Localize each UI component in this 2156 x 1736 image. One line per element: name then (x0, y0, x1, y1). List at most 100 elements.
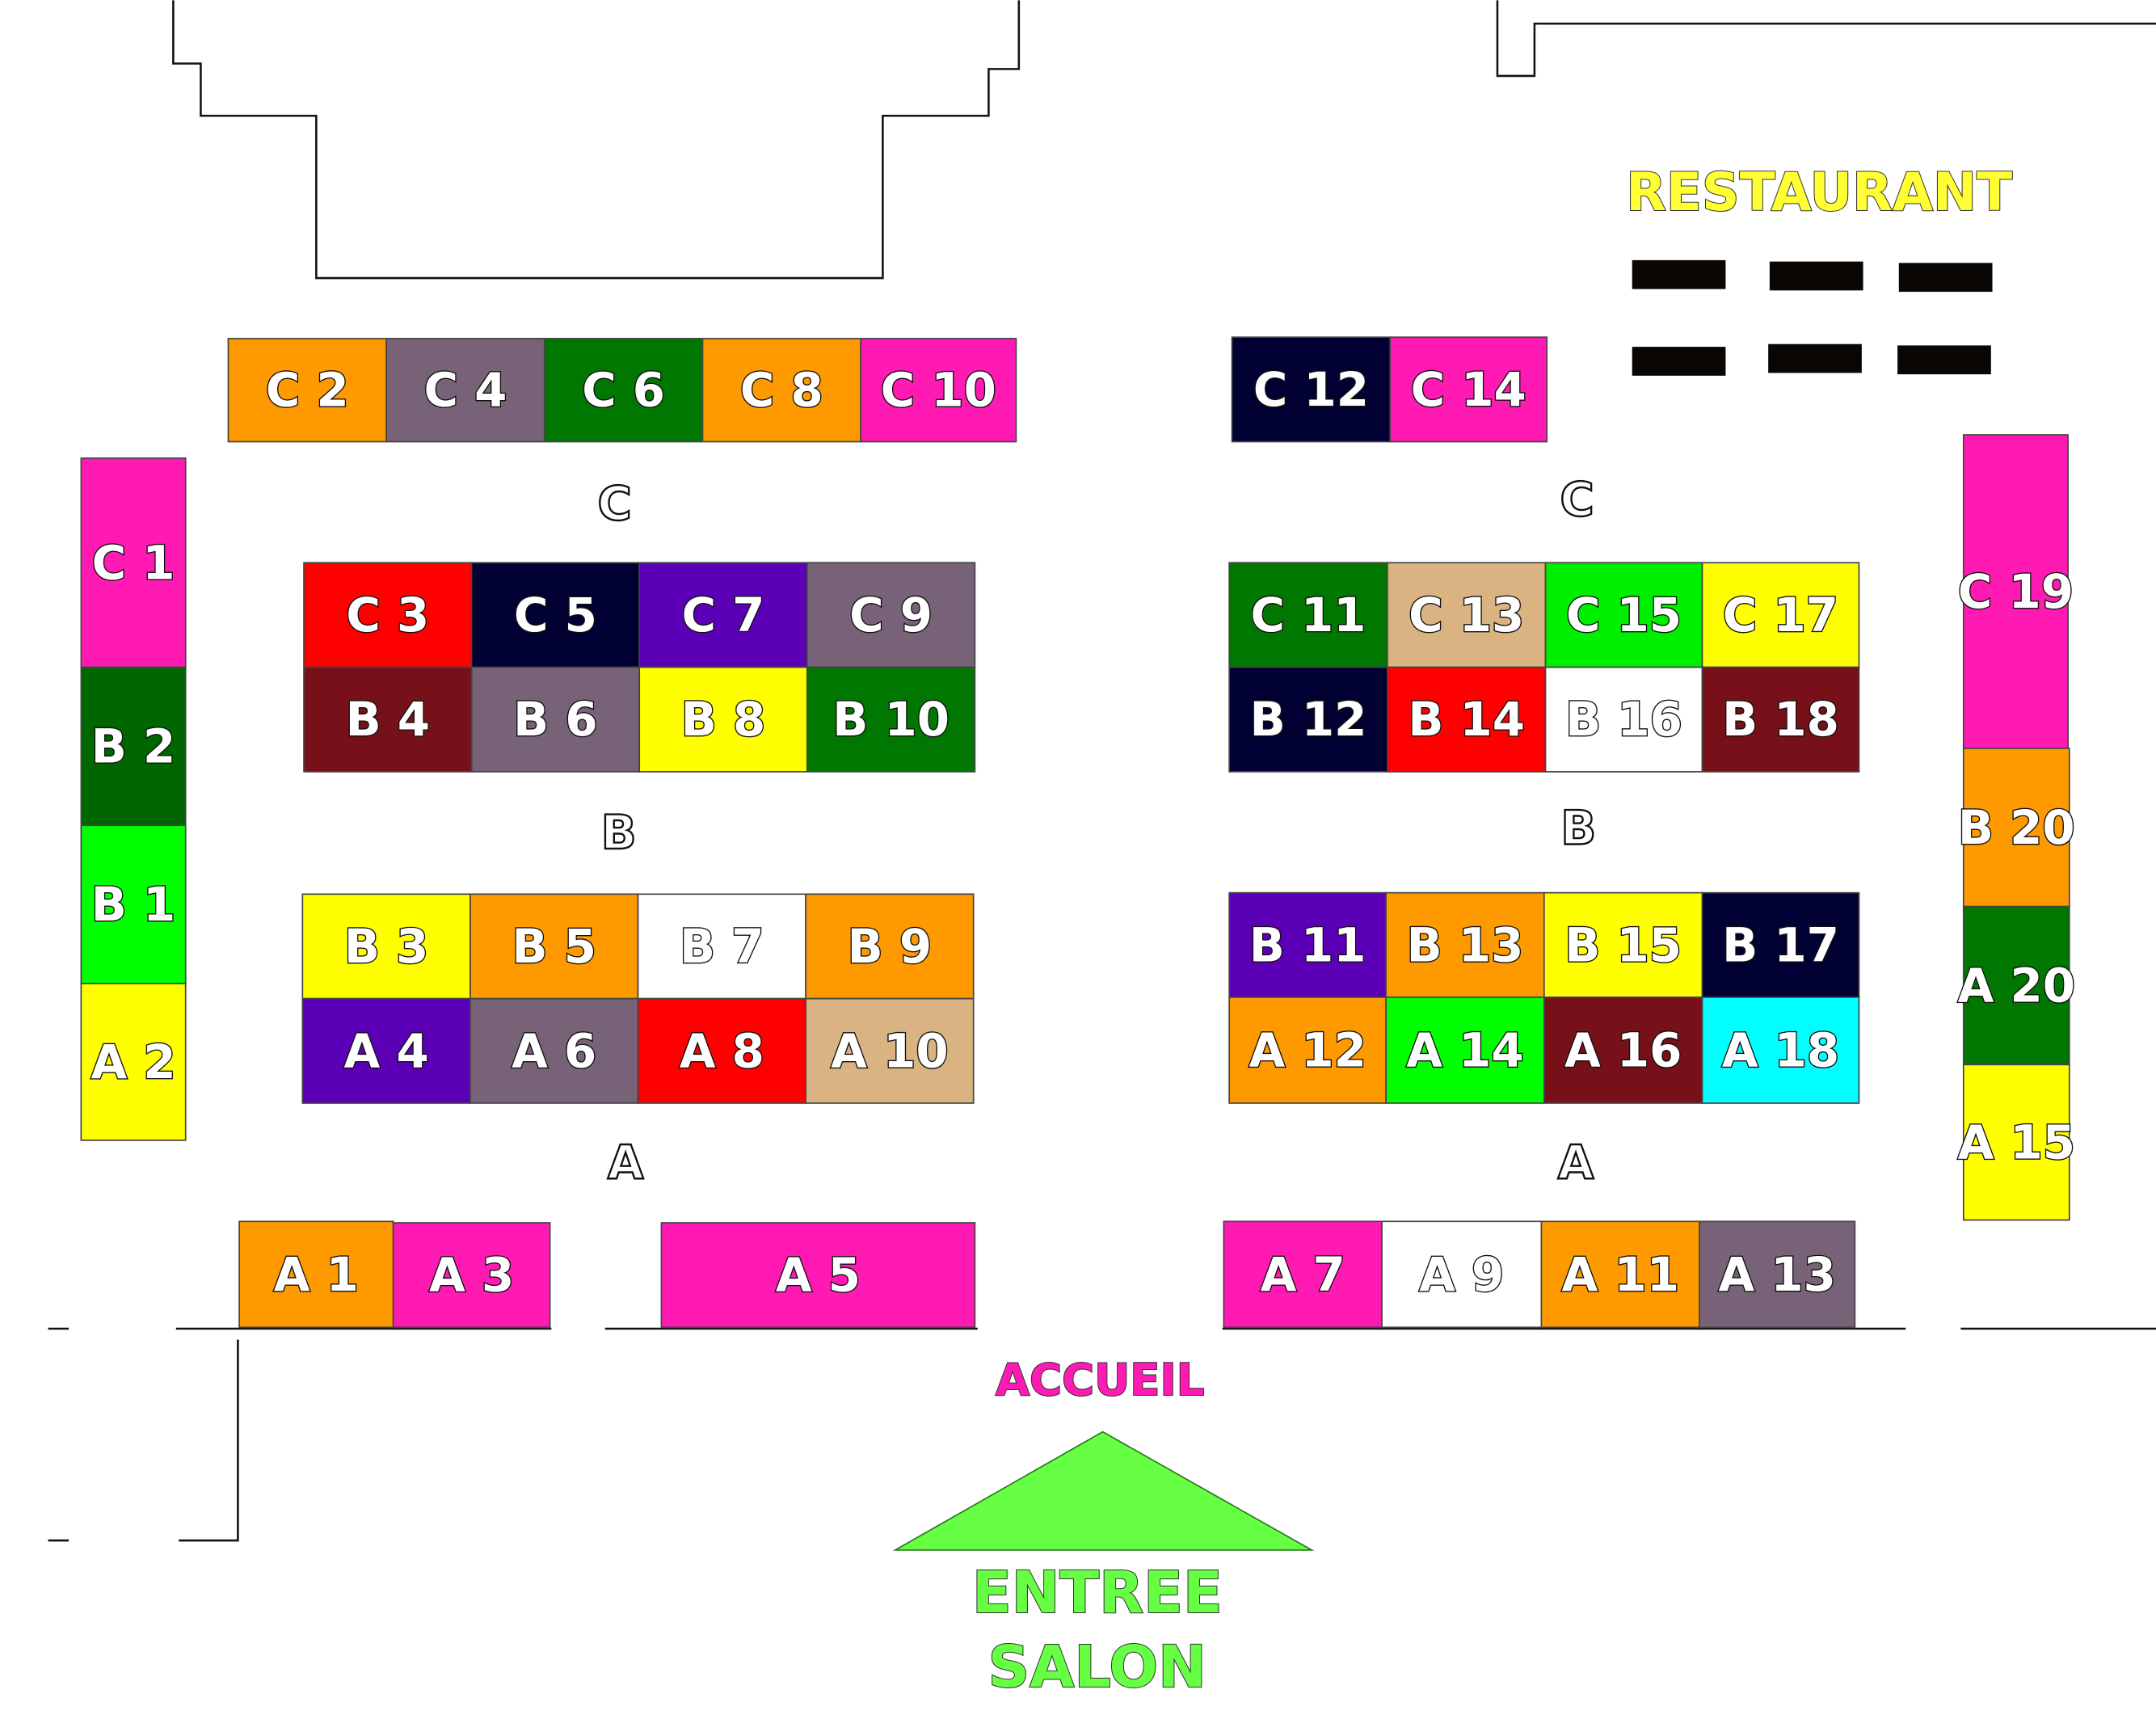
stall-box[interactable] (385, 338, 545, 443)
stall-box[interactable] (1223, 1220, 1383, 1329)
stall-box[interactable] (1540, 1220, 1700, 1329)
stall-a5[interactable]: A 5 (660, 1222, 976, 1329)
stall-box[interactable] (1389, 336, 1548, 443)
stall-box[interactable] (543, 338, 704, 443)
stall-box[interactable] (805, 893, 975, 1000)
stall-c12[interactable]: C 12 (1231, 336, 1392, 443)
stall-c1[interactable]: C 1 (80, 457, 187, 668)
stall-box[interactable] (1381, 1220, 1543, 1329)
stall-box[interactable] (1544, 562, 1703, 668)
stall-box[interactable] (301, 997, 471, 1104)
stall-c15[interactable]: C 15 (1544, 562, 1703, 668)
stall-b18[interactable]: B 18 (1701, 666, 1860, 773)
stall-b7[interactable]: B 7 (637, 893, 806, 1000)
stall-a12[interactable]: A 12 (1228, 997, 1387, 1104)
stall-b6[interactable]: B 6 (470, 666, 641, 773)
stall-a2[interactable]: A 2 (80, 983, 187, 1141)
stall-a8[interactable]: A 8 (637, 997, 806, 1104)
stall-box[interactable] (1386, 666, 1547, 773)
stall-b3[interactable]: B 3 (301, 893, 471, 1000)
stall-c14[interactable]: C 14 (1389, 336, 1548, 443)
stall-b5[interactable]: B 5 (470, 893, 639, 1000)
stall-box[interactable] (1701, 666, 1860, 773)
stall-box[interactable] (1699, 1220, 1856, 1329)
stall-box[interactable] (1543, 997, 1703, 1104)
stall-b15[interactable]: B 15 (1543, 891, 1703, 998)
stall-b11[interactable]: B 11 (1228, 891, 1387, 998)
stall-c3[interactable]: C 3 (303, 562, 473, 668)
stall-b9[interactable]: B 9 (805, 893, 975, 1000)
stall-a6[interactable]: A 6 (470, 997, 639, 1104)
stall-box[interactable] (1385, 997, 1545, 1104)
stall-box[interactable] (80, 983, 187, 1141)
stall-box[interactable] (80, 666, 187, 827)
stall-box[interactable] (638, 562, 808, 668)
stall-a4[interactable]: A 4 (301, 997, 471, 1104)
stall-b4[interactable]: B 4 (303, 666, 473, 773)
stall-box[interactable] (806, 666, 976, 773)
stall-a10[interactable]: A 10 (805, 997, 975, 1104)
stall-a16[interactable]: A 16 (1543, 997, 1703, 1104)
stall-box[interactable] (392, 1222, 551, 1329)
stall-b14[interactable]: B 14 (1386, 666, 1547, 773)
stall-a1[interactable]: A 1 (238, 1220, 394, 1329)
stall-b8[interactable]: B 8 (638, 666, 808, 773)
stall-box[interactable] (470, 997, 639, 1104)
stall-box[interactable] (1962, 1064, 2070, 1221)
stall-c13[interactable]: C 13 (1386, 562, 1547, 668)
stall-c17[interactable]: C 17 (1701, 562, 1860, 668)
stall-b1[interactable]: B 1 (80, 824, 187, 984)
stall-c9[interactable]: C 9 (806, 562, 976, 668)
stall-a3[interactable]: A 3 (392, 1222, 551, 1329)
stall-b16[interactable]: B 16 (1544, 666, 1703, 773)
stall-box[interactable] (1544, 666, 1703, 773)
stall-box[interactable] (1543, 891, 1703, 998)
stall-box[interactable] (1962, 905, 2070, 1066)
stall-b13[interactable]: B 13 (1385, 891, 1545, 998)
stall-a9[interactable]: A 9 (1381, 1220, 1543, 1329)
stall-b12[interactable]: B 12 (1228, 666, 1388, 773)
stall-box[interactable] (1231, 336, 1392, 443)
stall-box[interactable] (660, 1222, 976, 1329)
stall-c8[interactable]: C 8 (701, 338, 862, 443)
stall-box[interactable] (1962, 434, 2069, 749)
stall-a13[interactable]: A 13 (1699, 1220, 1856, 1329)
stall-box[interactable] (1386, 562, 1547, 668)
stall-box[interactable] (80, 824, 187, 984)
stall-box[interactable] (470, 562, 641, 668)
stall-b2[interactable]: B 2 (80, 666, 187, 827)
stall-box[interactable] (80, 457, 187, 668)
stall-box[interactable] (238, 1220, 394, 1329)
stall-box[interactable] (301, 893, 471, 1000)
stall-box[interactable] (303, 666, 473, 773)
stall-b17[interactable]: B 17 (1701, 891, 1860, 998)
stall-box[interactable] (1701, 997, 1860, 1104)
stall-c4[interactable]: C 4 (385, 338, 545, 443)
stall-box[interactable] (470, 666, 641, 773)
stall-c10[interactable]: C 10 (860, 338, 1017, 443)
stall-box[interactable] (470, 893, 639, 1000)
stall-c7[interactable]: C 7 (638, 562, 808, 668)
stall-c11[interactable]: C 11 (1228, 562, 1388, 668)
stall-box[interactable] (701, 338, 862, 443)
stall-box[interactable] (637, 893, 806, 1000)
stall-box[interactable] (1701, 562, 1860, 668)
stall-c6[interactable]: C 6 (543, 338, 704, 443)
stall-c2[interactable]: C 2 (227, 338, 387, 443)
stall-box[interactable] (638, 666, 808, 773)
stall-box[interactable] (1962, 748, 2070, 908)
stall-a7[interactable]: A 7 (1223, 1220, 1383, 1329)
stall-box[interactable] (1228, 997, 1387, 1104)
stall-box[interactable] (806, 562, 976, 668)
stall-box[interactable] (860, 338, 1017, 443)
stall-a14[interactable]: A 14 (1385, 997, 1545, 1104)
stall-c5[interactable]: C 5 (470, 562, 641, 668)
stall-box[interactable] (805, 997, 975, 1104)
stall-a15[interactable]: A 15 (1956, 1064, 2076, 1221)
stall-b10[interactable]: B 10 (806, 666, 976, 773)
stall-a11[interactable]: A 11 (1540, 1220, 1700, 1329)
stall-b20[interactable]: B 20 (1957, 748, 2076, 908)
stall-c19[interactable]: C 19 (1957, 434, 2074, 749)
stall-a18[interactable]: A 18 (1701, 997, 1860, 1104)
stall-box[interactable] (637, 997, 806, 1104)
